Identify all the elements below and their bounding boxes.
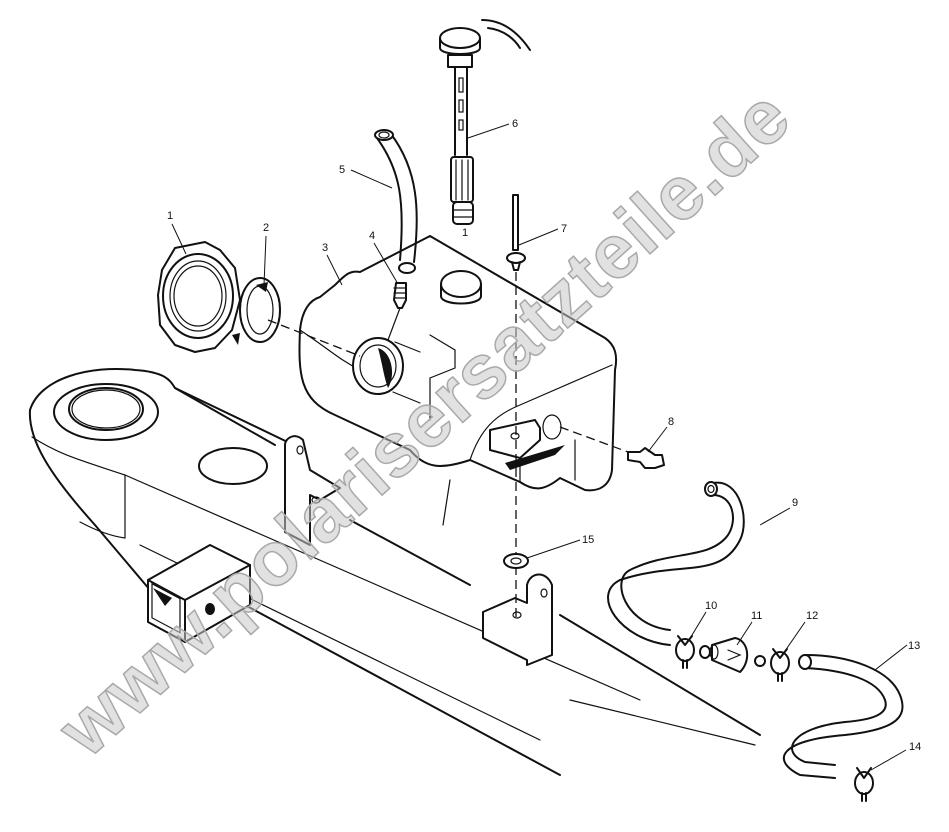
- filler-cap: [157, 241, 241, 353]
- callout-15: 15: [582, 534, 594, 546]
- callout-3: 3: [322, 242, 328, 254]
- hose-clamp-12: [770, 648, 790, 682]
- cap-axis-line: [267, 319, 361, 357]
- hose-clamp-14: [854, 767, 874, 802]
- callout-10: 10: [705, 600, 717, 612]
- callout-13: 13: [908, 640, 920, 652]
- callout-8: 8: [668, 416, 674, 428]
- callout-leaders: [171, 123, 908, 771]
- in-line-filter: [699, 637, 766, 673]
- callout-4: 4: [369, 230, 375, 242]
- gasket: [232, 277, 281, 345]
- callout-1: 1: [167, 210, 173, 222]
- frame-crossmember: [28, 368, 761, 776]
- hose-13: [782, 654, 904, 779]
- vent-hose: [374, 129, 418, 274]
- callout-1-sender: 1: [462, 227, 468, 239]
- callout-14: 14: [909, 741, 921, 753]
- callout-12: 12: [806, 610, 818, 622]
- grommet: [506, 194, 526, 271]
- callout-9: 9: [792, 497, 798, 509]
- callout-6: 6: [512, 118, 518, 130]
- oil-level-sender: [439, 19, 531, 225]
- callout-2: 2: [263, 222, 269, 234]
- callout-5: 5: [339, 164, 345, 176]
- tank-drain-line: [442, 479, 451, 526]
- callout-labels: 1 2 3 4 5 6 1 7 8 9 10 11 12 13 14 15: [167, 118, 921, 753]
- callout-11: 11: [751, 610, 762, 622]
- hose-clamp-10: [675, 635, 695, 669]
- outlet-fitting: [559, 426, 665, 469]
- callout-7: 7: [561, 223, 567, 235]
- watermark: www.polarisersatzteile.de: [42, 73, 807, 773]
- hose-9: [607, 481, 745, 646]
- fitting: [387, 282, 407, 341]
- washer: [503, 553, 529, 569]
- oil-tank: [298, 235, 618, 492]
